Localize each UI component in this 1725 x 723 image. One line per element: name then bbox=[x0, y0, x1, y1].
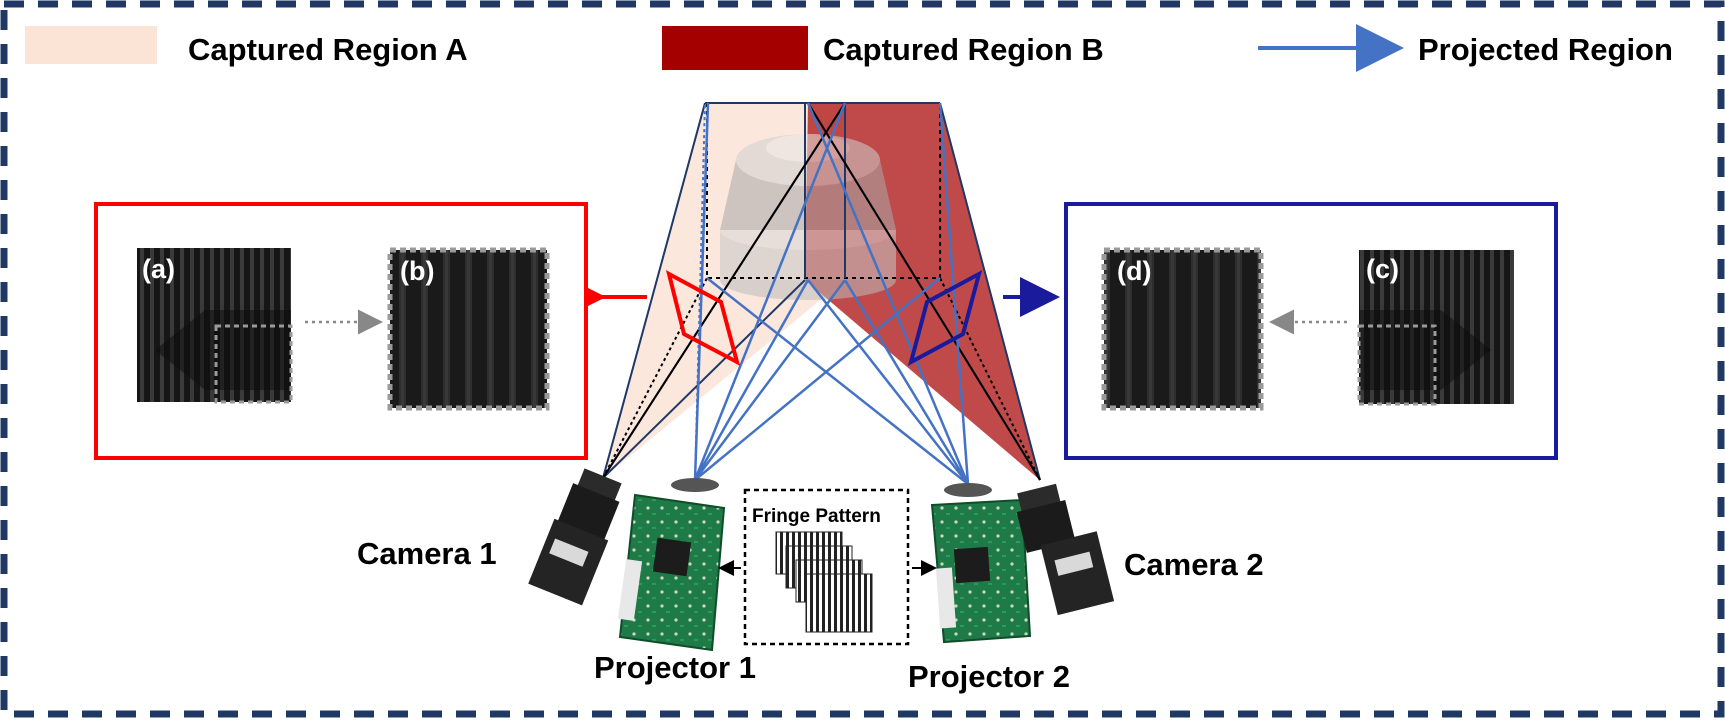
panel-a-image bbox=[137, 248, 293, 404]
object-dotted-outline bbox=[706, 103, 941, 279]
panel-b-tag: (b) bbox=[400, 256, 434, 286]
roi-left bbox=[665, 270, 741, 366]
panel-b-image bbox=[387, 247, 550, 411]
fringe-pattern-stack bbox=[775, 531, 873, 633]
projector-1-label: Projector 1 bbox=[594, 650, 756, 685]
camera-1-dotted-lines bbox=[602, 277, 708, 479]
roi-right bbox=[907, 270, 983, 366]
camera-2-dotted-lines bbox=[939, 277, 1041, 481]
legend-swatch-region-b bbox=[662, 26, 808, 70]
panel-d-tag: (d) bbox=[1117, 256, 1151, 286]
projector-1-device bbox=[617, 478, 726, 652]
projector-2-device bbox=[930, 483, 1032, 644]
legend-swatch-region-a bbox=[25, 26, 157, 64]
panel-d-image bbox=[1101, 247, 1264, 411]
camera-2-label: Camera 2 bbox=[1124, 547, 1264, 582]
projector-2-dotted-ray bbox=[939, 102, 969, 485]
panel-c-tag: (c) bbox=[1366, 254, 1399, 284]
panel-a-tag: (a) bbox=[142, 254, 175, 284]
panel-c-image bbox=[1357, 250, 1514, 406]
camera-1-device bbox=[528, 468, 622, 606]
legend-label-region-a: Captured Region A bbox=[188, 32, 468, 67]
camera-1-label: Camera 1 bbox=[357, 536, 497, 571]
legend-label-region-b: Captured Region B bbox=[823, 32, 1104, 67]
projector-2-label: Projector 2 bbox=[908, 659, 1070, 694]
camera-2-device bbox=[1016, 483, 1115, 616]
fringe-pattern-label: Fringe Pattern bbox=[752, 506, 881, 527]
legend-label-projected: Projected Region bbox=[1418, 32, 1673, 67]
